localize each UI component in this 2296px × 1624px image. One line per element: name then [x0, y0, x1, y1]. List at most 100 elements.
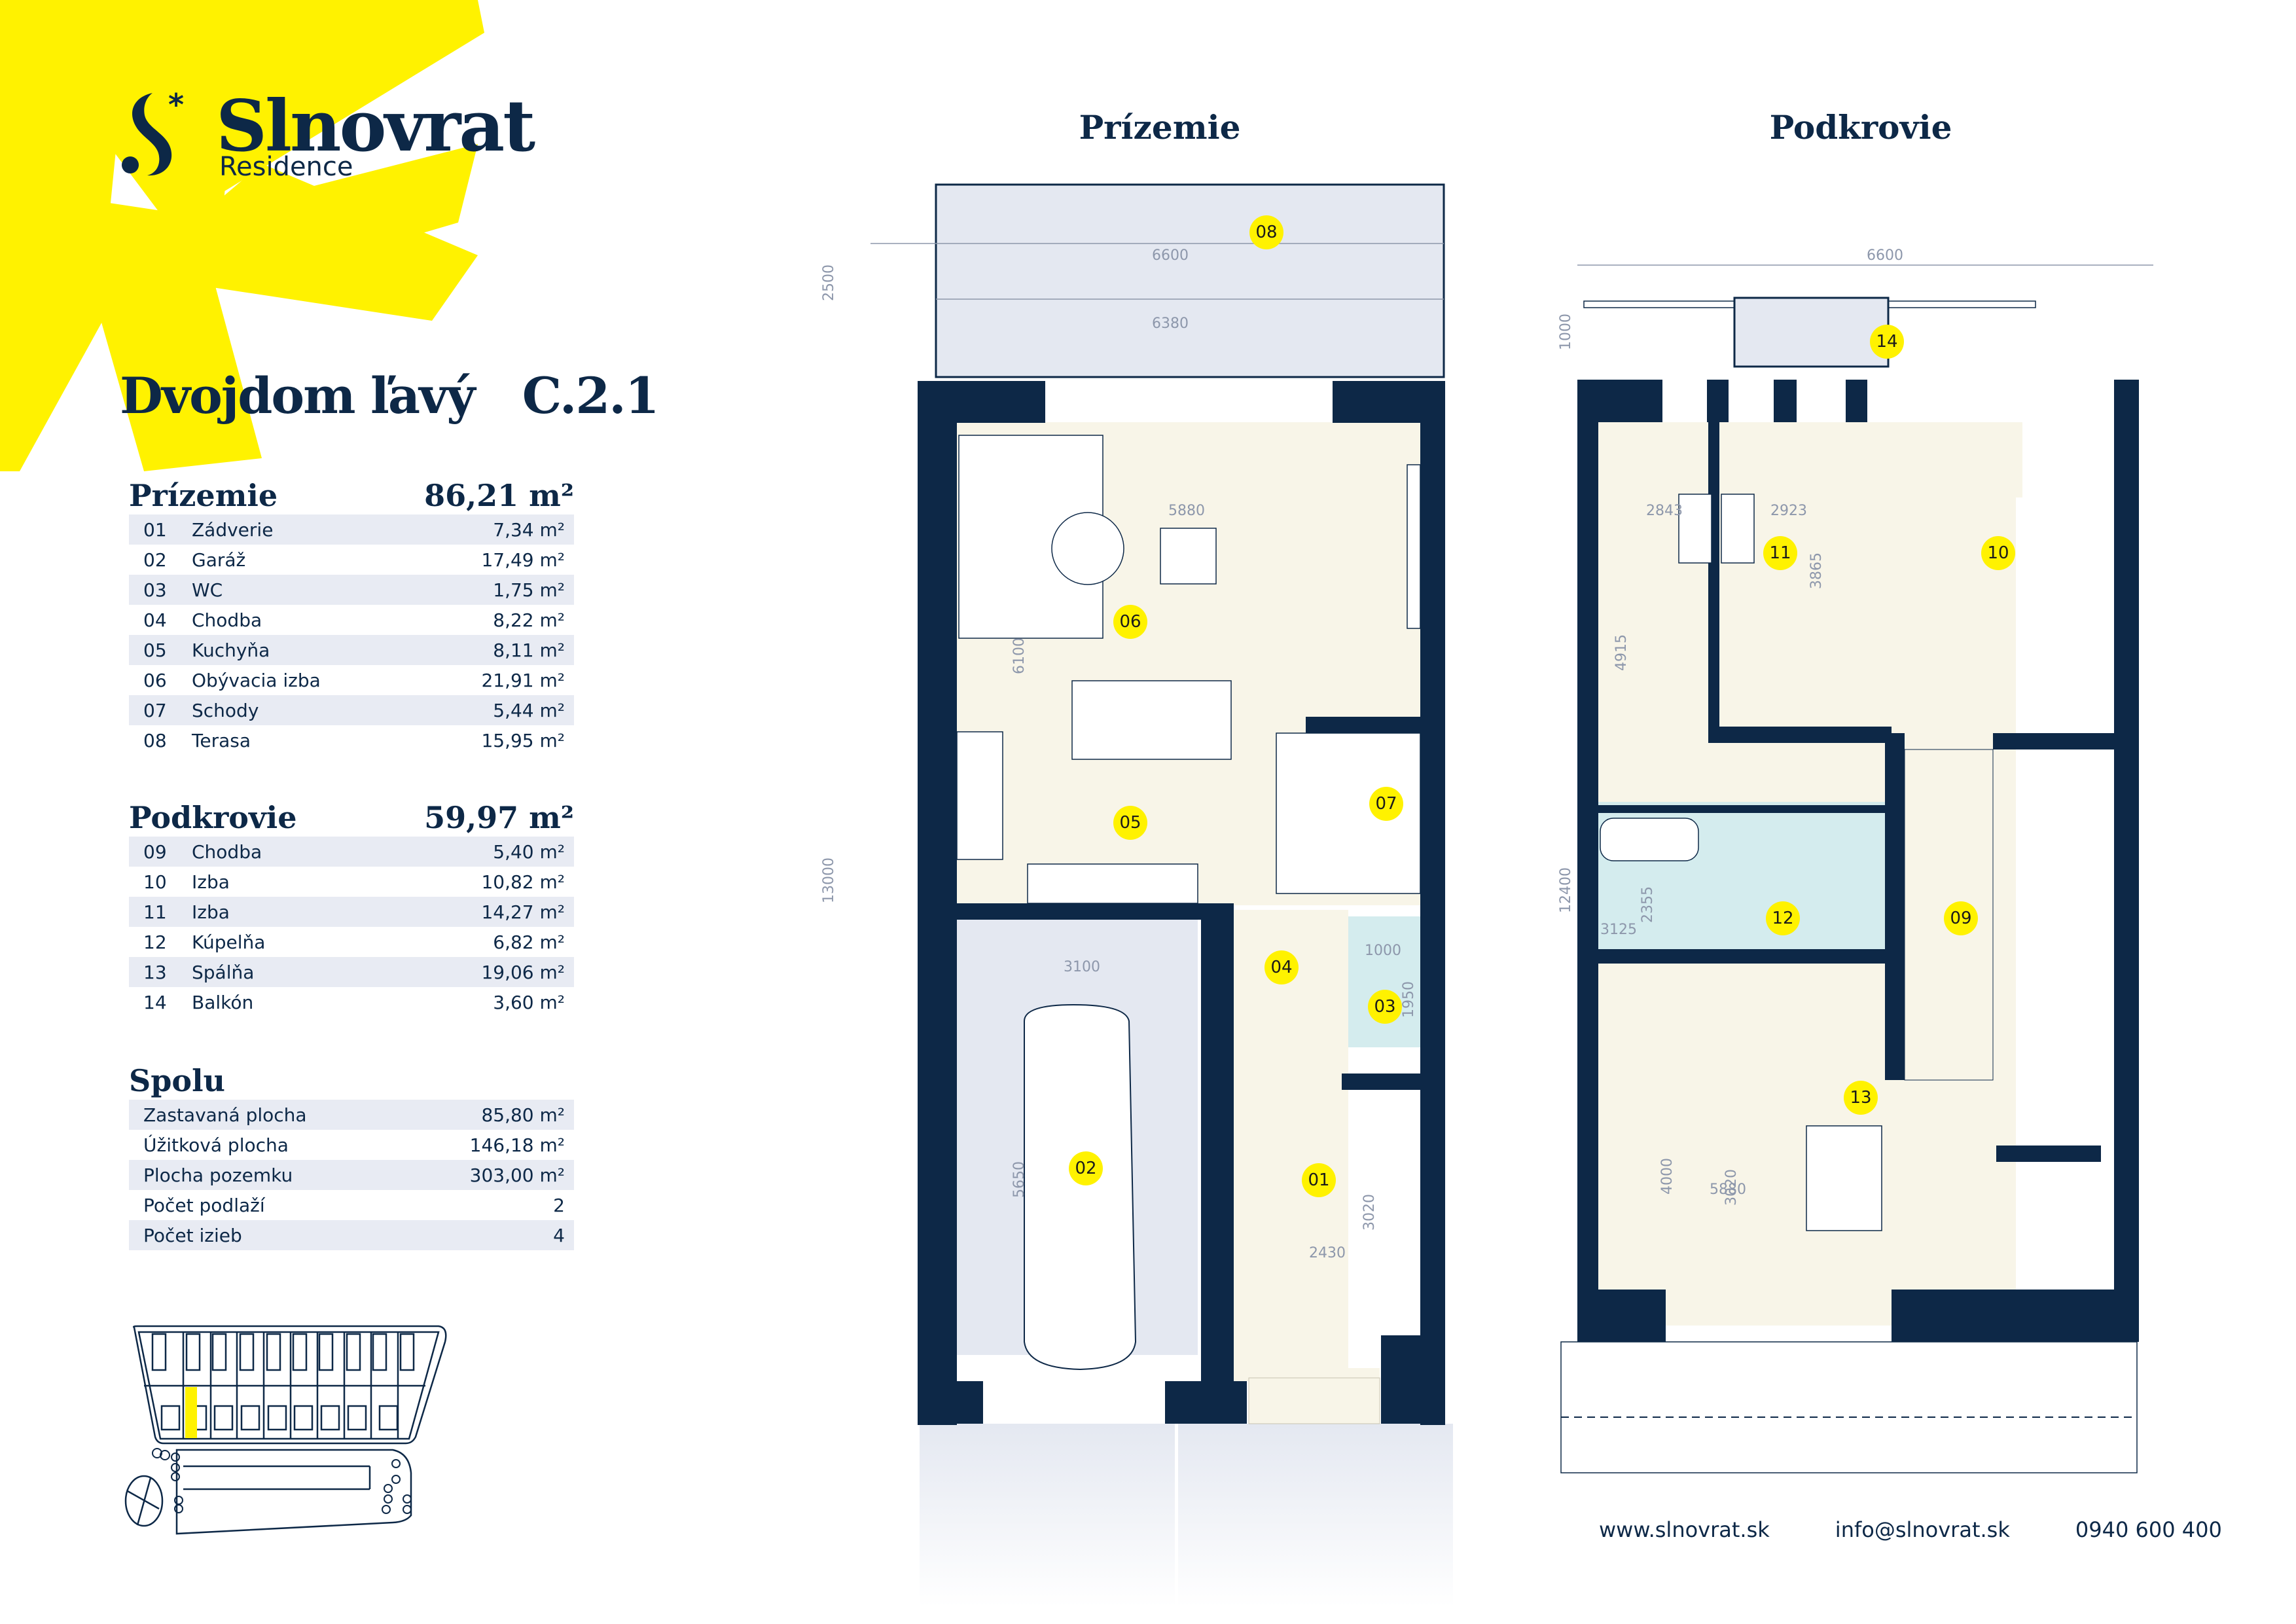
room-badge: 09	[1944, 901, 1978, 935]
phone-link[interactable]: 0940 600 400	[2075, 1517, 2222, 1542]
summary-label: Zastavaná plocha	[143, 1104, 307, 1126]
room-area: 8,22 m²	[493, 609, 565, 631]
summary-label: Počet podlaží	[143, 1194, 265, 1216]
room-number: 07	[143, 699, 167, 721]
room-number: 14	[143, 991, 167, 1013]
room-name: Chodba	[192, 840, 262, 863]
room-badge: 02	[1069, 1151, 1103, 1185]
attic-floor-total: 59,97 m²	[424, 800, 574, 835]
room-number: 13	[143, 961, 167, 983]
ground-floor-total: 86,21 m²	[424, 478, 574, 513]
room-area: 19,06 m²	[481, 961, 565, 983]
table-row: 14 Balkón 3,60 m²	[129, 987, 574, 1017]
table-row: 01 Zádverie 7,34 m²	[129, 514, 574, 545]
contact-footer: www.slnovrat.sk info@slnovrat.sk 0940 60…	[1599, 1517, 2222, 1542]
room-name: Izba	[192, 901, 230, 923]
dimension-label: 2500	[821, 264, 837, 301]
email-link[interactable]: info@slnovrat.sk	[1835, 1517, 2010, 1542]
room-name: Chodba	[192, 609, 262, 631]
room-badge: 04	[1265, 950, 1299, 984]
room-badge: 10	[1981, 536, 2015, 570]
table-row: Plocha pozemku 303,00 m²	[129, 1160, 574, 1190]
summary-value: 146,18 m²	[469, 1134, 565, 1156]
room-name: Terasa	[192, 729, 251, 751]
room-badge: 03	[1368, 990, 1402, 1024]
dimension-label: 2430	[1309, 1245, 1346, 1261]
dimension-label: 2355	[1640, 886, 1656, 923]
room-badge: 08	[1249, 215, 1283, 249]
summary-label: Plocha pozemku	[143, 1164, 293, 1186]
room-name: Garáž	[192, 549, 246, 571]
room-number: 06	[143, 669, 167, 691]
room-name: Schody	[192, 699, 259, 721]
room-name: Obývacia izba	[192, 669, 321, 691]
room-badge: 13	[1844, 1081, 1878, 1115]
room-name: Zádverie	[192, 518, 274, 541]
dimension-label: 1950	[1401, 981, 1417, 1018]
summary-value: 2	[553, 1194, 565, 1216]
dimension-label: 6600	[1152, 247, 1189, 264]
room-area: 7,34 m²	[493, 518, 565, 541]
room-badge: 14	[1870, 325, 1904, 359]
room-area: 8,11 m²	[493, 639, 565, 661]
dimension-label: 3865	[1808, 552, 1825, 589]
ground-floor-title: Prízemie	[129, 478, 278, 513]
attic-floor-header: Podkrovie 59,97 m²	[129, 800, 574, 835]
table-row: 06 Obývacia izba 21,91 m²	[129, 665, 574, 695]
page-title: Dvojdom ľavý C.2.1	[120, 367, 660, 425]
dimension-label: 3125	[1600, 922, 1637, 938]
room-number: 10	[143, 871, 167, 893]
ground-floor-header: Prízemie 86,21 m²	[129, 478, 574, 513]
attic-floor-plan-title: Podkrovie	[1769, 108, 1952, 147]
room-number: 02	[143, 549, 167, 571]
table-row: 13 Spálňa 19,06 m²	[129, 957, 574, 987]
site-plan-map	[118, 1296, 589, 1571]
room-number: 12	[143, 931, 167, 953]
dimension-label: 5880	[1168, 503, 1205, 519]
dimension-label: 6100	[1011, 638, 1028, 674]
room-area: 3,60 m²	[493, 991, 565, 1013]
summary-title: Spolu	[129, 1063, 225, 1098]
summary-label: Počet izieb	[143, 1224, 242, 1246]
table-row: 02 Garáž 17,49 m²	[129, 545, 574, 575]
dimension-label: 6380	[1152, 316, 1189, 332]
website-link[interactable]: www.slnovrat.sk	[1599, 1517, 1770, 1542]
room-number: 01	[143, 518, 167, 541]
room-name: Spálňa	[192, 961, 255, 983]
room-area: 5,40 m²	[493, 840, 565, 863]
dimension-label: 5650	[1011, 1161, 1028, 1198]
room-area: 17,49 m²	[481, 549, 565, 571]
room-number: 05	[143, 639, 167, 661]
room-area: 10,82 m²	[481, 871, 565, 893]
table-row: Úžitková plocha 146,18 m²	[129, 1130, 574, 1160]
room-badge: 01	[1302, 1163, 1336, 1197]
room-badge: 12	[1766, 901, 1800, 935]
room-name: Balkón	[192, 991, 254, 1013]
sun-rays-icon	[0, 0, 484, 471]
site-plan-drawing	[124, 1325, 447, 1535]
room-badge: 06	[1113, 605, 1147, 639]
room-number: 11	[143, 901, 167, 923]
room-number: 04	[143, 609, 167, 631]
table-row: 04 Chodba 8,22 m²	[129, 605, 574, 635]
room-badge: 05	[1113, 806, 1147, 840]
summary-label: Úžitková plocha	[143, 1134, 289, 1156]
dimension-label: 5880	[1710, 1182, 1746, 1198]
room-number: 03	[143, 579, 167, 601]
summary-value: 303,00 m²	[469, 1164, 565, 1186]
logo-s-mark-icon: *	[122, 92, 184, 176]
room-area: 1,75 m²	[493, 579, 565, 601]
dimension-label: 1000	[1558, 314, 1574, 350]
room-area: 21,91 m²	[481, 669, 565, 691]
